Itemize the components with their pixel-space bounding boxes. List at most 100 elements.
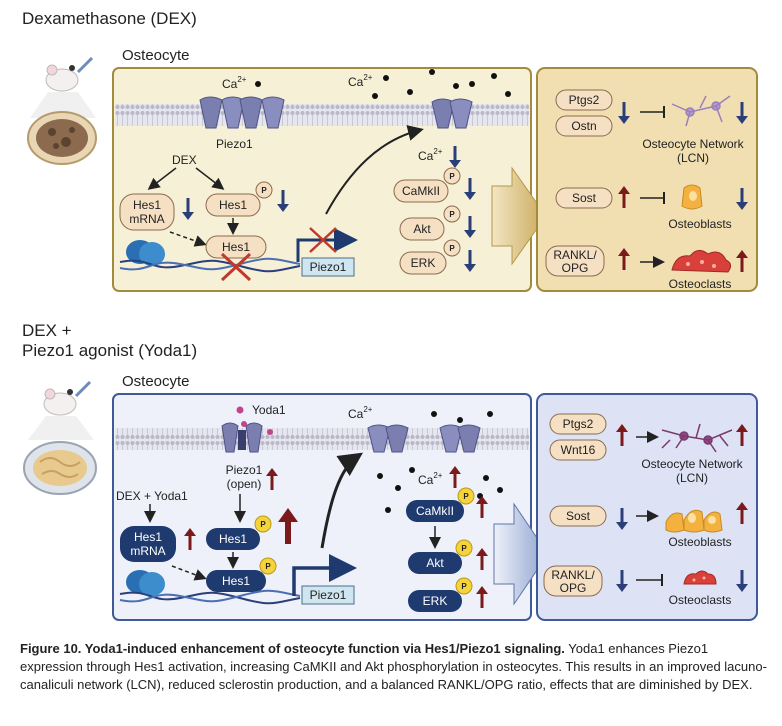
zoom-cone — [30, 92, 96, 118]
hes1-mrna-pill — [120, 526, 176, 562]
yoda1-label: Yoda1 — [252, 403, 286, 417]
network-label-2: (LCN) — [676, 471, 708, 485]
arrow-down-icon — [616, 570, 628, 592]
top-piezo-label: Piezo1 — [216, 137, 253, 151]
hes1-dna-label: Hes1 — [222, 574, 250, 588]
caption-title: Figure 10. Yoda1-induced enhancement of … — [20, 641, 565, 656]
osteoblasts-label: Osteoblasts — [668, 217, 731, 231]
network-label-1: Osteocyte Network — [641, 457, 743, 471]
camk-pill — [406, 500, 464, 522]
hes1-mrna-line1: Hes1 — [133, 198, 161, 212]
arrow-down-icon — [277, 190, 289, 212]
piezo-gene-label: Piezo1 — [310, 588, 347, 602]
phospho-badge — [443, 239, 461, 257]
phospho-label: P — [461, 544, 467, 553]
arrow-up-icon — [266, 468, 278, 490]
hes1-protein-pill — [205, 193, 261, 217]
arrow-up-icon — [736, 424, 748, 446]
arrow-up-icon — [618, 248, 630, 270]
inhibit-icon — [640, 106, 665, 118]
arrow-down-icon — [449, 146, 461, 168]
curved-arrow-icon — [325, 125, 424, 215]
camk-pill — [393, 179, 449, 203]
mouse-icon — [43, 380, 92, 416]
osteoclasts-label: Osteoclasts — [669, 277, 732, 291]
osteoblast-icon — [665, 509, 723, 533]
sost-pill — [555, 187, 613, 209]
hes1-protein-label: Hes1 — [219, 532, 247, 546]
top-ca-ions — [372, 69, 511, 99]
inhibit-icon — [640, 192, 665, 204]
arrow-down-icon — [618, 102, 630, 124]
hes1-mrna-line1: Hes1 — [134, 530, 162, 544]
arrow-up-icon — [476, 586, 488, 608]
erk-pill — [399, 251, 447, 275]
arrow-up-large-icon — [278, 508, 298, 544]
bottom-ca-inner: Ca2+ — [418, 471, 443, 487]
dna-helix-icon — [119, 240, 301, 273]
arrow-down-icon — [736, 188, 748, 210]
ptgs2-label: Ptgs2 — [563, 417, 594, 431]
top-ca-ion — [255, 81, 261, 87]
phospho-badge — [255, 181, 273, 199]
rankl-line1: RANKL/ — [551, 568, 595, 582]
akt-label: Akt — [413, 222, 431, 236]
bottom-ca-label: Ca2+ — [348, 405, 373, 421]
figure-caption: Figure 10. Yoda1-induced enhancement of … — [20, 640, 772, 694]
phospho-label: P — [265, 562, 271, 571]
top-dex-label: DEX — [172, 153, 197, 167]
top-ca-inner: Ca2+ — [418, 147, 443, 163]
dashed-arrow-icon — [171, 565, 207, 581]
osteoclast-icon — [683, 570, 717, 585]
mouse-icon — [45, 56, 94, 92]
camk-label: CaMkII — [416, 504, 454, 518]
arrow-down-icon — [464, 250, 476, 272]
dna-helix-icon — [119, 570, 301, 605]
ptgs2-pill — [549, 413, 607, 435]
arrow-down-icon — [464, 178, 476, 200]
phospho-badge — [457, 487, 475, 505]
phospho-label: P — [449, 210, 455, 219]
sost-label: Sost — [566, 509, 591, 523]
hes1-mrna-line2: mRNA — [130, 544, 165, 558]
phospho-label: P — [449, 244, 455, 253]
hes1-protein-label: Hes1 — [219, 198, 247, 212]
osteoblasts-label: Osteoblasts — [668, 535, 731, 549]
osteocyte-network-icon — [671, 95, 731, 127]
big-arrow-icon — [493, 502, 549, 606]
cross-icon — [309, 227, 337, 253]
piezo-open-line2: (open) — [227, 477, 262, 491]
bone-section-icon — [27, 111, 97, 165]
erk-label: ERK — [423, 594, 448, 608]
top-cell-label: Osteocyte — [122, 47, 190, 64]
arrow-icon — [147, 167, 177, 190]
phospho-badge — [455, 539, 473, 557]
phospho-badge — [455, 577, 473, 595]
phospho-label: P — [461, 582, 467, 591]
osteocyte-network-icon — [661, 423, 733, 453]
top-ca-label: Ca2+ — [222, 75, 247, 91]
osteoclasts-label: Osteoclasts — [669, 593, 732, 607]
arrow-up-icon — [736, 250, 748, 272]
bottom-title-line2: Piezo1 agonist (Yoda1) — [22, 341, 197, 360]
erk-pill — [408, 590, 462, 612]
network-label-2: (LCN) — [677, 151, 709, 165]
ptgs2-label: Ptgs2 — [569, 93, 600, 107]
phospho-label: P — [260, 520, 266, 529]
arrow-up-icon — [184, 528, 196, 550]
cross-icon — [220, 252, 252, 282]
rankl-pill — [543, 565, 603, 597]
bone-section-icon — [23, 441, 97, 495]
arrow-up-icon — [616, 424, 628, 446]
phospho-label: P — [449, 172, 455, 181]
diagram-canvas: Dexamethasone (DEX) Osteocyte Ca2+ Ca2+ … — [22, 9, 758, 621]
yoda1-molecule — [267, 429, 273, 435]
phospho-badge — [443, 167, 461, 185]
arrow-up-icon — [449, 466, 461, 488]
hes1-protein-pill — [206, 528, 260, 550]
hes1-dna-pill — [206, 570, 266, 592]
rankl-line2: OPG — [560, 581, 587, 595]
inhibit-icon — [636, 574, 663, 586]
piezo-channel-icon — [367, 424, 481, 453]
